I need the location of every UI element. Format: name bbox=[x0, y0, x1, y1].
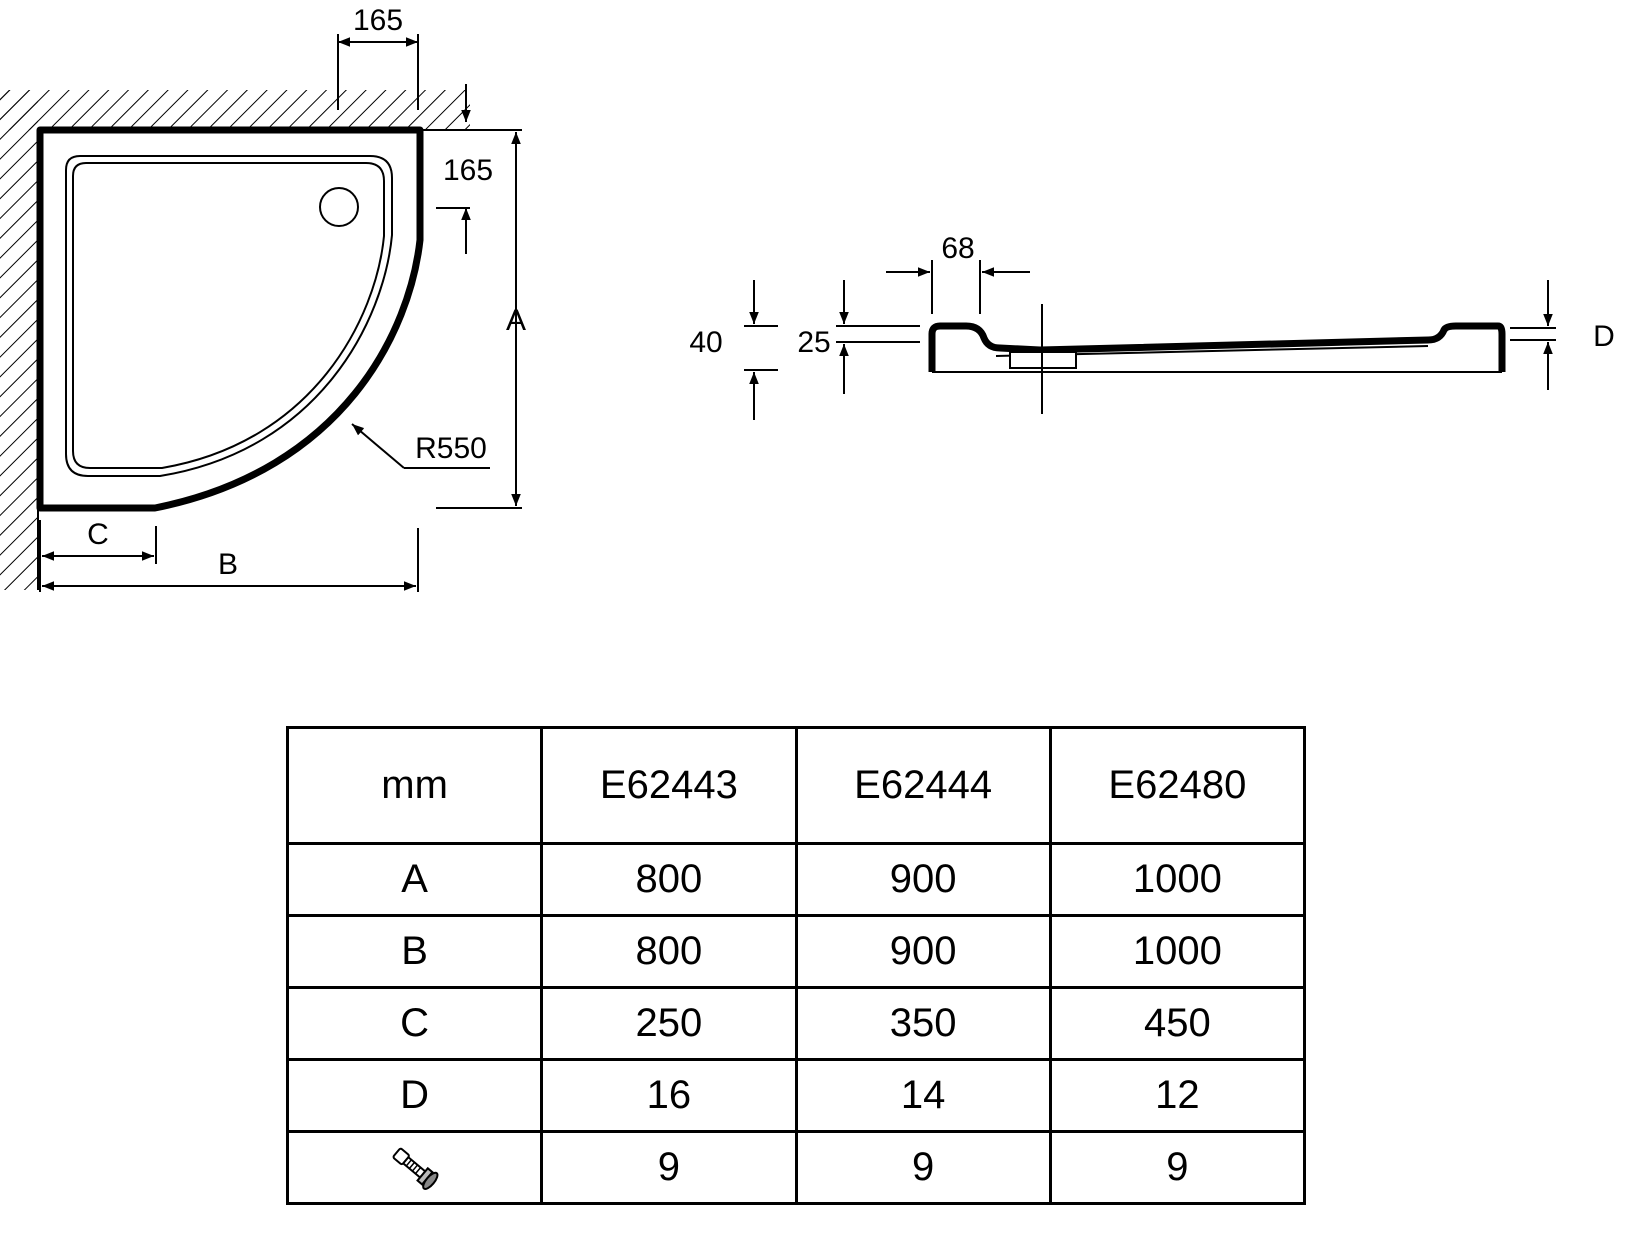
table-cell: 1000 bbox=[1048, 842, 1307, 917]
wall-hatching-left bbox=[0, 90, 38, 590]
table-cell: 9 bbox=[794, 1130, 1052, 1205]
table-row: C 250 350 450 bbox=[285, 986, 1307, 1061]
adjustable-leg-icon bbox=[392, 1147, 439, 1190]
table-cell: 450 bbox=[1048, 986, 1307, 1061]
section-view: 68 40 25 D bbox=[689, 232, 1615, 420]
dim-outlet-x: 165 bbox=[353, 4, 403, 37]
table-row: B 800 900 1000 bbox=[285, 914, 1307, 989]
tray-outline bbox=[36, 126, 424, 512]
table-cell: 800 bbox=[540, 842, 798, 917]
row-label: D bbox=[285, 1058, 544, 1133]
drain-outlet bbox=[319, 187, 359, 227]
dim-height-rim: 25 bbox=[797, 326, 830, 359]
table-cell: 12 bbox=[1048, 1058, 1307, 1133]
table-cell: 1000 bbox=[1048, 914, 1307, 989]
table-row: A 800 900 1000 bbox=[285, 842, 1307, 917]
table-cell: 900 bbox=[794, 914, 1052, 989]
dim-height-total: 40 bbox=[689, 326, 722, 359]
table-row: D 16 14 12 bbox=[285, 1058, 1307, 1133]
table-cell: 900 bbox=[794, 842, 1052, 917]
table-row: 9 9 9 bbox=[285, 1130, 1307, 1205]
table-header-row: mm E62443 E62444 E62480 bbox=[285, 726, 1307, 845]
row-label: C bbox=[285, 986, 544, 1061]
row-label: A bbox=[285, 842, 544, 917]
table-cell: 9 bbox=[1048, 1130, 1307, 1205]
dim-label-a: A bbox=[506, 304, 526, 337]
table-cell: 14 bbox=[794, 1058, 1052, 1133]
table-header-cell: E62443 bbox=[540, 726, 798, 845]
dim-label-d: D bbox=[1593, 320, 1615, 353]
table-cell: 800 bbox=[540, 914, 798, 989]
table-cell: 350 bbox=[794, 986, 1052, 1061]
basin-outer-line bbox=[65, 155, 393, 477]
row-label: B bbox=[285, 914, 544, 989]
wall-hatching-top bbox=[0, 90, 470, 130]
table-cell: 250 bbox=[540, 986, 798, 1061]
dimension-table: mm E62443 E62444 E62480 A 800 900 1000 B… bbox=[285, 726, 1307, 1205]
row-label bbox=[285, 1130, 544, 1205]
table-header-cell: mm bbox=[285, 726, 544, 845]
table-cell: 9 bbox=[540, 1130, 798, 1205]
table-cell: 16 bbox=[540, 1058, 798, 1133]
basin-inner-line bbox=[72, 162, 385, 469]
table-header-cell: E62444 bbox=[794, 726, 1052, 845]
radius-label: R550 bbox=[415, 432, 487, 465]
plan-view: 165 165 A R550 C B bbox=[0, 4, 526, 592]
dim-rim-width: 68 bbox=[941, 232, 974, 265]
dim-label-b: B bbox=[218, 548, 238, 581]
dim-label-c: C bbox=[87, 518, 109, 551]
tray-section-profile bbox=[928, 322, 1506, 372]
dim-outlet-y: 165 bbox=[443, 154, 493, 187]
table-header-cell: E62480 bbox=[1048, 726, 1307, 845]
